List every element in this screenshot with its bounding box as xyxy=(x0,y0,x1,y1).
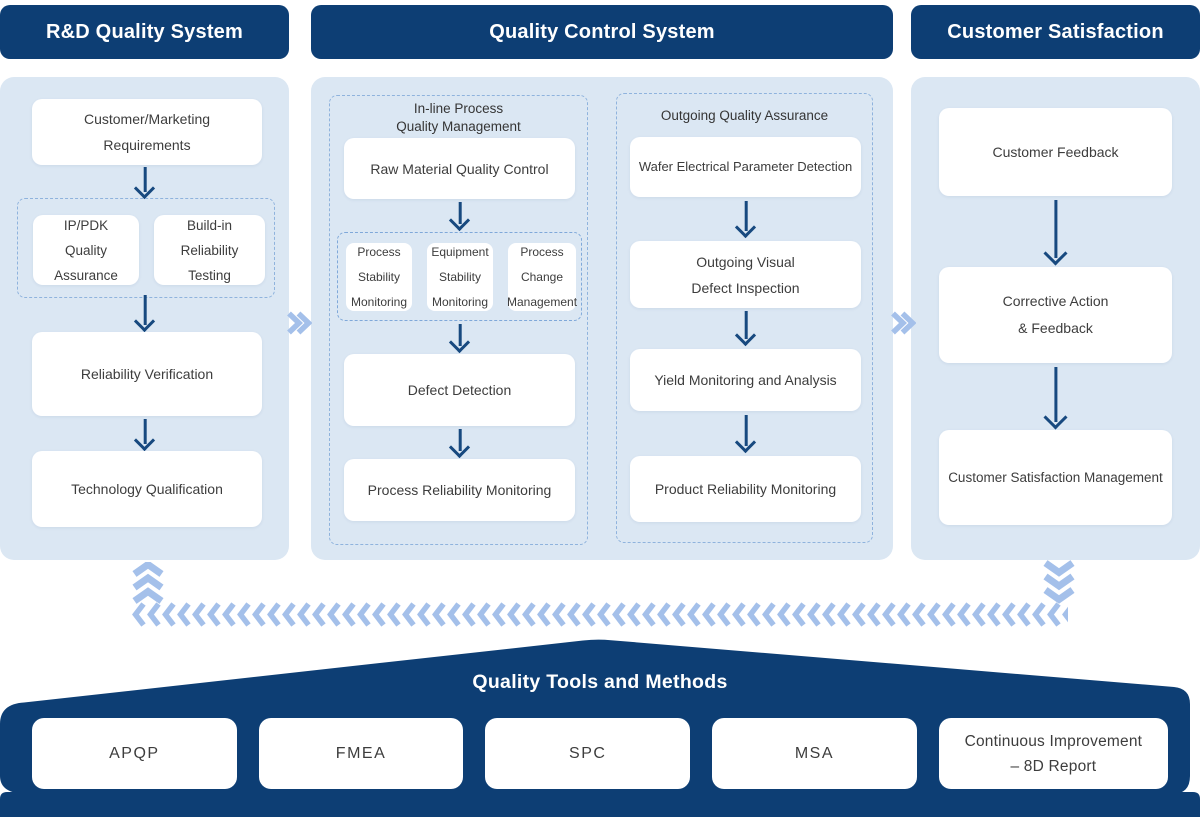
chevron-down-icon xyxy=(1043,560,1075,604)
arrow-down-icon xyxy=(451,324,469,352)
arrow-down-icon xyxy=(136,295,154,331)
header-cs-label: Customer Satisfaction xyxy=(947,20,1164,43)
node-text: Technology Qualification xyxy=(71,481,223,497)
tools-title: Quality Tools and Methods xyxy=(472,671,728,693)
subtitle-text: In-line Process xyxy=(413,101,504,116)
node-text: Defect Detection xyxy=(407,382,512,398)
header-quality-control-system: Quality Control System xyxy=(311,5,893,59)
arrow-down-icon xyxy=(1047,367,1065,428)
node-customer-feedback: Customer Feedback xyxy=(939,108,1172,196)
node-text: Customer Satisfaction Management xyxy=(948,469,1163,485)
node-text: Reliability xyxy=(180,242,239,258)
node-text: Stability xyxy=(357,269,401,284)
node-raw-material-quality-control: Raw Material Quality Control xyxy=(344,138,575,199)
chevron-right-icon xyxy=(891,311,916,335)
node-text: Monitoring xyxy=(350,294,408,309)
panel-quality-control-system: In-line Process Quality Management Raw M… xyxy=(311,77,893,560)
node-text: Outgoing Visual xyxy=(696,253,795,270)
subtitle-text: Quality Management xyxy=(396,118,521,134)
node-ip-pdk-quality-assurance: IP/PDK Quality Assurance xyxy=(33,215,139,285)
node-text: Corrective Action xyxy=(1002,293,1109,309)
tools-row: APQP FMEA SPC MSA Continuous Improvement… xyxy=(32,718,1168,789)
chevron-right-icon xyxy=(287,311,312,335)
node-customer-marketing-requirements: Customer/Marketing Requirements xyxy=(32,99,262,165)
tool-label: MSA xyxy=(794,745,834,762)
node-text: Change xyxy=(520,269,564,284)
node-text: Product Reliability Monitoring xyxy=(654,481,837,497)
node-defect-detection: Defect Detection xyxy=(344,354,575,426)
node-text: Quality xyxy=(64,242,108,258)
panel-customer-satisfaction: Customer Feedback Corrective Action & Fe… xyxy=(911,77,1200,560)
subpanel-outgoing-qa: Outgoing Quality Assurance Wafer Electri… xyxy=(616,93,873,543)
subpanel-inline-process: In-line Process Quality Management Raw M… xyxy=(329,95,588,545)
tool-box-fmea: FMEA xyxy=(258,718,464,789)
node-text: Reliability Verification xyxy=(80,366,214,382)
arrow-down-icon xyxy=(737,415,755,452)
tool-label: FMEA xyxy=(335,745,387,762)
tool-box-spc: SPC xyxy=(485,718,691,789)
arrow-down-icon xyxy=(1047,200,1065,264)
header-rd-quality-system: R&D Quality System xyxy=(0,5,289,59)
node-wafer-electrical-parameter-detection: Wafer Electrical Parameter Detection xyxy=(630,137,861,197)
node-text: Defect Inspection xyxy=(691,279,800,296)
subpanel-outgoing-title: Outgoing Quality Assurance xyxy=(617,107,872,125)
node-process-reliability-monitoring: Process Reliability Monitoring xyxy=(344,459,575,521)
node-text: Customer/Marketing xyxy=(83,111,211,127)
header-qc-label: Quality Control System xyxy=(489,20,715,43)
node-yield-monitoring-analysis: Yield Monitoring and Analysis xyxy=(630,349,861,411)
node-text: Process xyxy=(520,244,564,259)
tool-box-msa: MSA xyxy=(712,718,917,789)
node-text: Testing xyxy=(188,267,231,283)
header-customer-satisfaction: Customer Satisfaction xyxy=(911,5,1200,59)
tool-label: SPC xyxy=(569,745,607,762)
arrow-down-icon xyxy=(737,311,755,345)
node-text: Management xyxy=(506,294,578,309)
node-process-change-management: Process Change Management xyxy=(507,243,577,311)
node-corrective-action-feedback: Corrective Action & Feedback xyxy=(939,267,1172,363)
node-text: Assurance xyxy=(54,267,118,283)
tool-label: APQP xyxy=(109,745,160,762)
arrow-down-icon xyxy=(136,419,154,450)
node-text: Equipment xyxy=(431,244,489,259)
chevron-row-left-icon xyxy=(131,602,1068,627)
node-text: Raw Material Quality Control xyxy=(370,160,549,177)
node-text: Requirements xyxy=(103,137,191,153)
arrow-down-icon xyxy=(451,202,469,230)
arrow-down-icon xyxy=(737,201,755,237)
panel-rd-quality-system: Customer/Marketing Requirements IP/PDK Q… xyxy=(0,77,289,560)
node-text: Build-in xyxy=(186,217,233,233)
rd-dashed-group: IP/PDK Quality Assurance Build-in Reliab… xyxy=(17,198,275,298)
node-text: Process Reliability Monitoring xyxy=(367,482,552,498)
arrow-down-icon xyxy=(136,167,154,198)
chevron-up-icon xyxy=(132,562,164,604)
tool-label: Continuous Improvement xyxy=(964,732,1143,750)
node-text: Stability xyxy=(438,269,482,284)
header-rd-label: R&D Quality System xyxy=(46,20,243,43)
node-technology-qualification: Technology Qualification xyxy=(32,451,262,527)
node-process-stability-monitoring: Process Stability Monitoring xyxy=(346,243,412,311)
node-text: Yield Monitoring and Analysis xyxy=(654,372,837,388)
node-equipment-stability-monitoring: Equipment Stability Monitoring xyxy=(427,243,493,311)
node-text: Process xyxy=(357,244,401,259)
node-build-in-reliability-testing: Build-in Reliability Testing xyxy=(154,215,265,285)
node-text: Customer Feedback xyxy=(992,144,1119,160)
node-product-reliability-monitoring: Product Reliability Monitoring xyxy=(630,456,861,522)
inline-monitoring-group: Process Stability Monitoring Equipment S… xyxy=(337,232,582,321)
tool-label: – 8D Report xyxy=(1010,757,1097,775)
subtitle-text: Outgoing Quality Assurance xyxy=(660,108,829,123)
node-text: & Feedback xyxy=(1018,320,1093,336)
tool-box-continuous-improvement: Continuous Improvement – 8D Report xyxy=(938,718,1168,789)
node-customer-satisfaction-management: Customer Satisfaction Management xyxy=(939,430,1172,525)
arrow-down-icon xyxy=(451,429,469,457)
node-outgoing-visual-defect-inspection: Outgoing Visual Defect Inspection xyxy=(630,241,861,308)
subpanel-inline-title: In-line Process Quality Management xyxy=(330,100,587,135)
node-text: Monitoring xyxy=(431,294,489,309)
node-text: Wafer Electrical Parameter Detection xyxy=(638,159,853,174)
node-reliability-verification: Reliability Verification xyxy=(32,332,262,416)
node-text: IP/PDK xyxy=(63,217,109,233)
tool-box-apqp: APQP xyxy=(32,718,237,789)
